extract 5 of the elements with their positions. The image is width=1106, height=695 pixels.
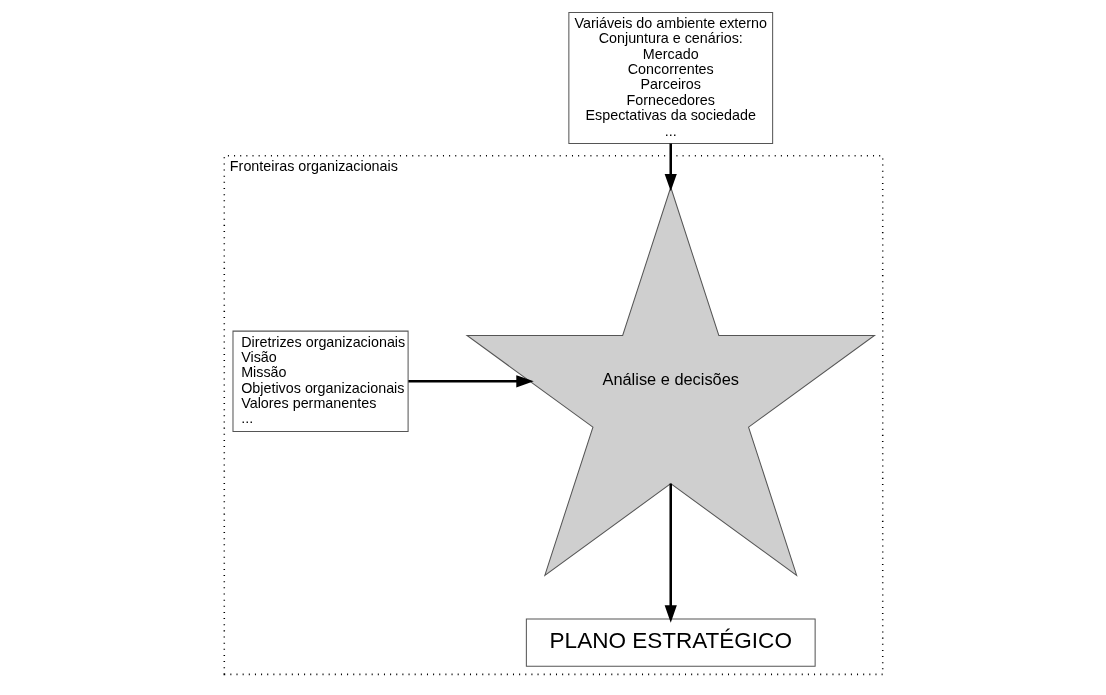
arrow (664, 143, 677, 192)
node-box: Diretrizes organizacionais Visão Missão Objetivos organizacionais Valores permanentes ... (232, 330, 409, 432)
node-box: PLANO ESTRATÉGICO (525, 618, 816, 667)
node-box: Variáveis do ambiente externo Conjuntura e cenários: Mercado Concorrentes Parceiros Fornecedores Espectativas da sociedade ... (567, 11, 773, 144)
arrow (407, 375, 534, 388)
